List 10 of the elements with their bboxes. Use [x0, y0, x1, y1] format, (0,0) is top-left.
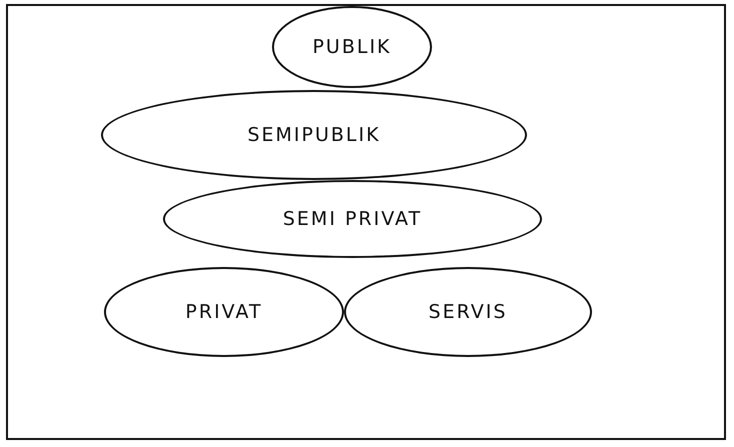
oval-shape	[272, 6, 432, 88]
oval-shape	[344, 267, 592, 357]
oval-shape	[104, 267, 344, 357]
zone-label: SERVIS	[428, 301, 508, 323]
zone-label: PUBLIK	[312, 36, 392, 58]
oval-shape	[101, 90, 527, 180]
zone-label: SEMIPUBLIK	[247, 124, 381, 146]
zone-label: SEMI PRIVAT	[282, 208, 422, 230]
zone-label: PRIVAT	[185, 301, 263, 323]
oval-shape	[163, 180, 542, 258]
